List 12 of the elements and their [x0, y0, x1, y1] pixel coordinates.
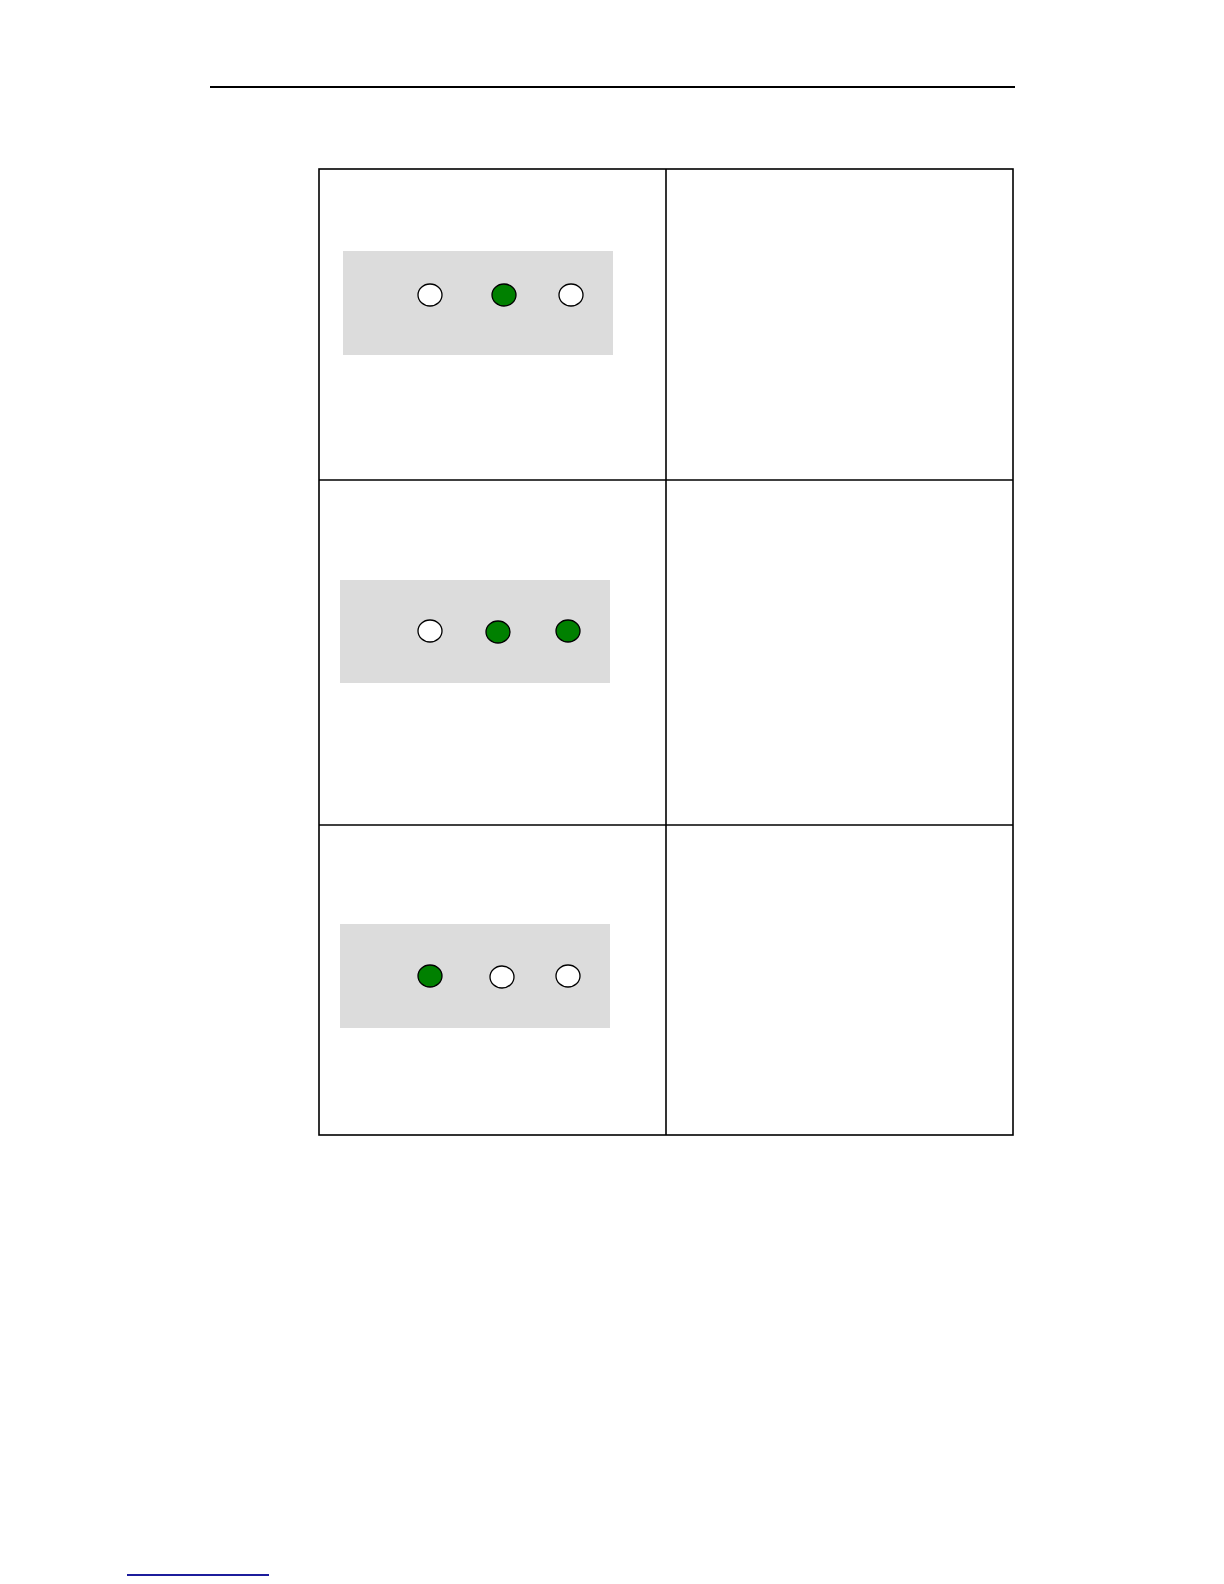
- indicator-light-icon: [555, 619, 581, 643]
- indicator-light-icon: [417, 283, 443, 307]
- indicator-light-icon: [489, 965, 515, 989]
- indicator-light-icon: [485, 620, 511, 644]
- indicator-light-icon: [558, 283, 584, 307]
- indicator-panel: [340, 580, 610, 683]
- indicator-panel: [340, 924, 610, 1028]
- indicator-light-icon: [417, 964, 443, 988]
- indicator-light-icon: [555, 964, 581, 988]
- indicator-light-icon: [491, 283, 517, 307]
- indicator-light-icon: [417, 619, 443, 643]
- indicator-panel: [343, 251, 613, 355]
